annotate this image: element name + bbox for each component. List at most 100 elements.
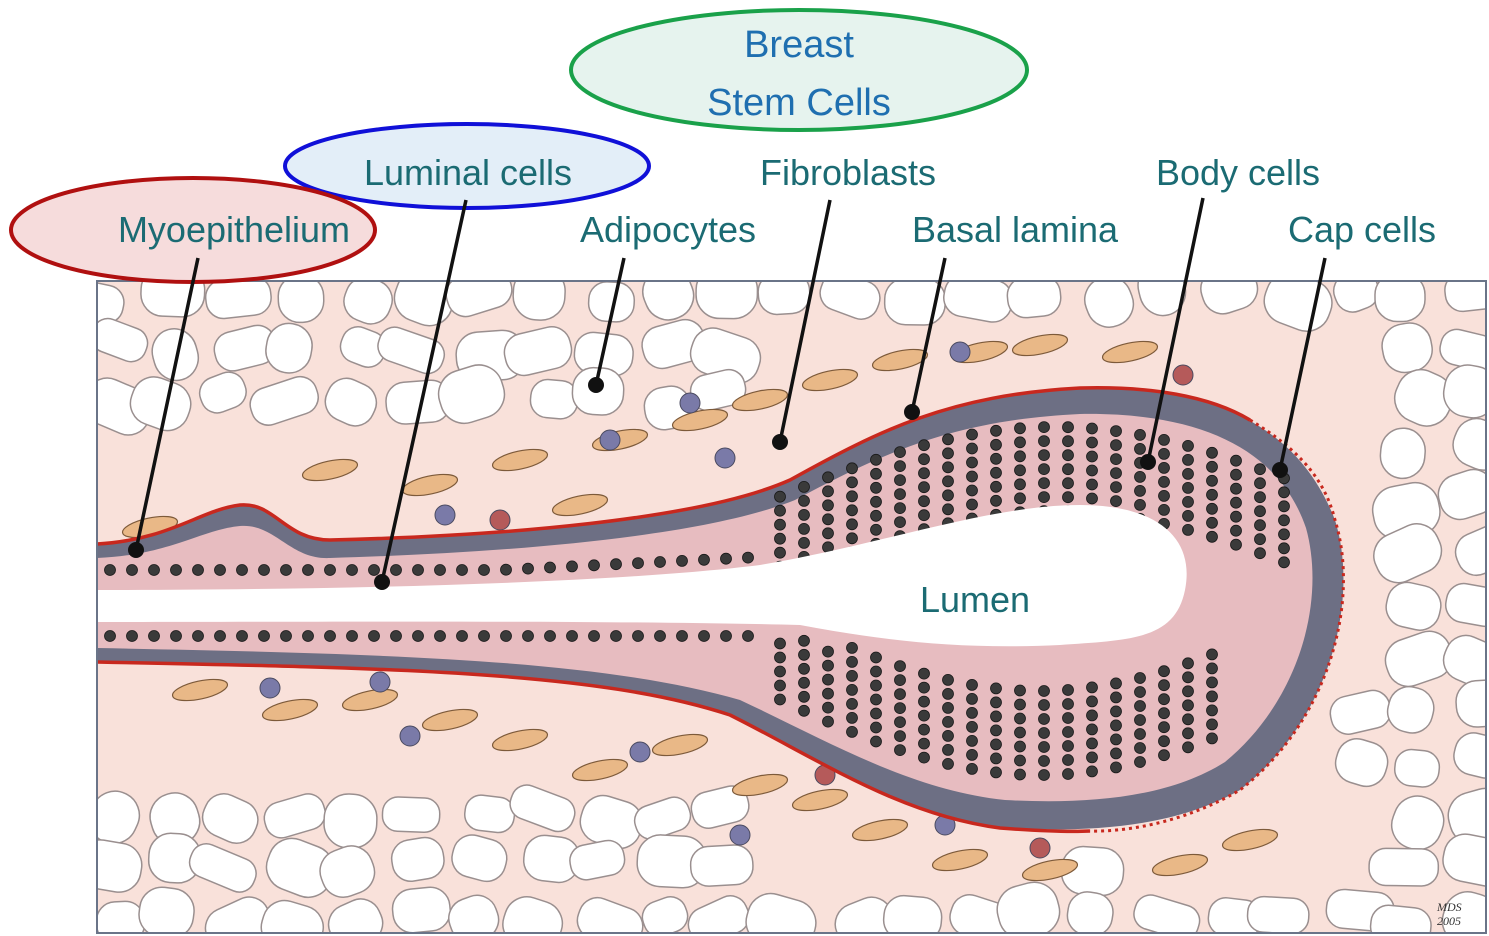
cell-nucleus	[1039, 770, 1050, 781]
signature-line2: 2005	[1437, 914, 1461, 928]
cell-nucleus	[871, 510, 882, 521]
cell-nucleus	[105, 565, 116, 576]
cell-nucleus	[1255, 464, 1266, 475]
cell-nucleus	[1231, 511, 1242, 522]
immune-cell	[600, 430, 620, 450]
immune-cell	[950, 342, 970, 362]
cell-nucleus	[457, 565, 468, 576]
cell-nucleus	[1087, 724, 1098, 735]
cell-nucleus	[1111, 692, 1122, 703]
cell-nucleus	[1039, 464, 1050, 475]
cell-nucleus	[1087, 465, 1098, 476]
cell-nucleus	[871, 454, 882, 465]
cell-nucleus	[895, 745, 906, 756]
cell-nucleus	[1255, 492, 1266, 503]
cell-nucleus	[847, 642, 858, 653]
cell-nucleus	[919, 738, 930, 749]
immune-cell	[1173, 365, 1193, 385]
cell-nucleus	[1015, 769, 1026, 780]
cell-nucleus	[823, 486, 834, 497]
cell-nucleus	[589, 631, 600, 642]
cell-nucleus	[1279, 557, 1290, 568]
immune-cell	[680, 393, 700, 413]
cell-nucleus	[149, 565, 160, 576]
cell-nucleus	[1183, 700, 1194, 711]
cell-nucleus	[847, 491, 858, 502]
cell-nucleus	[991, 711, 1002, 722]
cell-nucleus	[1279, 529, 1290, 540]
cell-nucleus	[1183, 482, 1194, 493]
cell-nucleus	[871, 468, 882, 479]
cell-nucleus	[919, 752, 930, 763]
cell-nucleus	[1207, 691, 1218, 702]
cell-nucleus	[895, 717, 906, 728]
cell-nucleus	[1231, 455, 1242, 466]
adipocyte-cell	[690, 844, 754, 887]
cell-nucleus	[823, 702, 834, 713]
cell-nucleus	[871, 482, 882, 493]
cell-nucleus	[823, 500, 834, 511]
cell-nucleus	[943, 688, 954, 699]
cell-nucleus	[1015, 451, 1026, 462]
cell-nucleus	[1063, 492, 1074, 503]
immune-cell	[630, 742, 650, 762]
cell-nucleus	[1159, 736, 1170, 747]
signature-line1: MDS	[1436, 900, 1462, 914]
cell-nucleus	[1159, 722, 1170, 733]
cell-nucleus	[1231, 497, 1242, 508]
cell-nucleus	[743, 552, 754, 563]
cell-nucleus	[1159, 504, 1170, 515]
cell-nucleus	[1207, 475, 1218, 486]
cell-nucleus	[943, 730, 954, 741]
cell-nucleus	[1183, 714, 1194, 725]
cell-nucleus	[281, 631, 292, 642]
cell-nucleus	[871, 722, 882, 733]
cell-nucleus	[799, 537, 810, 548]
cell-nucleus	[567, 631, 578, 642]
immune-cell	[715, 448, 735, 468]
cell-nucleus	[369, 565, 380, 576]
cell-nucleus	[435, 631, 446, 642]
cell-nucleus	[775, 519, 786, 530]
cell-nucleus	[871, 694, 882, 705]
cell-nucleus	[919, 510, 930, 521]
cell-nucleus	[775, 638, 786, 649]
cell-nucleus	[1111, 706, 1122, 717]
cell-nucleus	[611, 559, 622, 570]
adipocyte-cell	[529, 378, 579, 420]
luminal-cells-label: Luminal cells	[364, 152, 572, 193]
cell-nucleus	[655, 557, 666, 568]
cell-nucleus	[991, 739, 1002, 750]
cell-nucleus	[847, 505, 858, 516]
cell-nucleus	[775, 505, 786, 516]
cell-nucleus	[347, 631, 358, 642]
cell-nucleus	[943, 462, 954, 473]
adipocyte-cell	[1393, 748, 1441, 789]
cell-nucleus	[799, 691, 810, 702]
cell-nucleus	[1159, 694, 1170, 705]
cell-nucleus	[1183, 454, 1194, 465]
cell-nucleus	[1255, 548, 1266, 559]
cell-nucleus	[479, 631, 490, 642]
cell-nucleus	[1207, 677, 1218, 688]
cell-nucleus	[847, 533, 858, 544]
cell-nucleus	[991, 683, 1002, 694]
cell-nucleus	[1135, 757, 1146, 768]
cell-nucleus	[1039, 714, 1050, 725]
cell-nucleus	[1063, 699, 1074, 710]
cell-nucleus	[237, 565, 248, 576]
cell-nucleus	[325, 565, 336, 576]
cell-nucleus	[799, 649, 810, 660]
cell-nucleus	[1111, 426, 1122, 437]
cell-nucleus	[919, 710, 930, 721]
cell-nucleus	[823, 528, 834, 539]
cell-nucleus	[611, 631, 622, 642]
cell-nucleus	[943, 702, 954, 713]
cell-nucleus	[1087, 752, 1098, 763]
adipocyte-cell	[1247, 896, 1310, 935]
cell-nucleus	[967, 485, 978, 496]
cell-nucleus	[1015, 741, 1026, 752]
cell-nucleus	[847, 656, 858, 667]
cell-nucleus	[1207, 461, 1218, 472]
cell-nucleus	[1135, 429, 1146, 440]
